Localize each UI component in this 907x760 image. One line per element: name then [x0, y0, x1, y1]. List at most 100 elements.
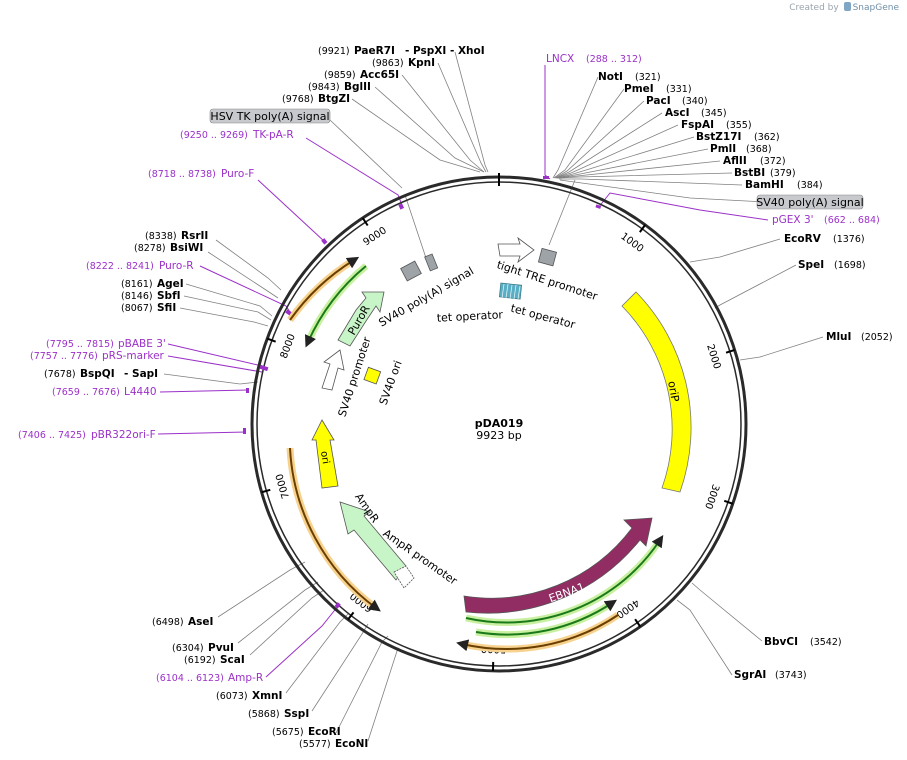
enzyme-name-pmei: PmeI [624, 83, 654, 95]
enzyme-name-mlui: MluI [826, 331, 851, 343]
enzyme-pos-asei: (6498) [152, 617, 184, 628]
enzyme-pos-fspai: (355) [726, 120, 752, 131]
enzyme-name-econi: EcoNI [335, 738, 368, 750]
hsv-tk-callout: HSV TK poly(A) signal [209, 108, 331, 124]
enzyme-pos-spei: (1698) [834, 260, 866, 271]
tre-arrow [497, 236, 535, 264]
glow-arc-1-line [465, 534, 664, 624]
primer-range-l4440: (7659 .. 7676) [52, 387, 120, 398]
primer-name-pbabe3: pBABE 3' [118, 338, 166, 350]
enzyme-name-bamhi: BamHI [745, 179, 784, 191]
enzyme-name-sspi: SspI [284, 708, 309, 720]
glow-arc-6-line [304, 265, 367, 348]
tet-operator-hatch [498, 282, 523, 300]
enzyme-name-spei: SpeI [798, 259, 824, 271]
plasmid-size: 9923 bp [476, 429, 521, 442]
enzyme-name-xmni: XmnI [252, 690, 282, 702]
primer-range-pbabe3: (7795 .. 7815) [46, 339, 114, 350]
enzyme-name-aflii: AflII [723, 155, 747, 167]
enzyme-name-ecorv: EcoRV [784, 233, 822, 245]
enzyme-pos-scai: (6192) [184, 655, 216, 666]
glow-arc-2-line [475, 599, 618, 636]
enzyme-pos-acc65i: (9859) [324, 70, 356, 81]
glow-arc-5-line [289, 256, 360, 321]
ori-arrow [311, 419, 339, 489]
label-ori: ori [318, 450, 331, 465]
tick-label: 9000 [361, 225, 388, 248]
enzyme-extra-bspqi: - SapI [124, 368, 158, 380]
enzyme-name-acc65i: Acc65I [360, 69, 399, 81]
primer-range-purof: (8718 .. 8738) [148, 169, 216, 180]
tick-label: 8000 [279, 333, 298, 361]
primer-name-pbr322orif: pBR322ori-F [91, 429, 156, 441]
primer-range-pgex3: (662 .. 684) [824, 215, 880, 226]
enzyme-name-sfii: SfiI [157, 302, 176, 314]
enzyme-pos-bstz17i: (362) [754, 132, 780, 143]
primer-labels: LNCX (288 .. 312) pGEX 3' (662 .. 684) (… [18, 53, 880, 684]
tick-label: 7000 [274, 472, 292, 500]
primer-range-lncx: (288 .. 312) [586, 54, 642, 65]
sv40-polya-out-label: SV40 poly(A) signal [756, 196, 863, 209]
primer-range-tkpar: (9250 .. 9269) [180, 130, 248, 141]
enzyme-name-bglii: BglII [344, 81, 371, 93]
enzyme-pos-ecori: (5675) [272, 727, 304, 738]
tick-mark [639, 224, 646, 233]
enzyme-pos-pmei: (331) [666, 84, 692, 95]
tick-mark [634, 618, 642, 628]
enzyme-pos-btgzi: (9768) [282, 94, 314, 105]
enzyme-pos-noti: (321) [635, 72, 661, 83]
primer-name-pgex3: pGEX 3' [772, 214, 814, 226]
primer-name-prsmarker: pRS-marker [102, 350, 165, 362]
primer-marks [243, 176, 602, 609]
enzyme-labels: (9921) PaeR7I - PspXI - XhoI (9863) KpnI… [44, 45, 893, 750]
enzyme-pos-bglii: (9843) [308, 82, 340, 93]
enzyme-name-fspai: FspAI [681, 119, 714, 131]
tick-label: 2000 [704, 343, 722, 371]
enzyme-extra-paer7i: - PspXI - XhoI [405, 45, 485, 57]
primer-name-ampr: Amp-R [228, 672, 263, 684]
enzyme-name-bsiwi: BsiWI [170, 242, 203, 254]
enzyme-name-scai: ScaI [220, 654, 245, 666]
enzyme-name-sgrai: SgrAI [734, 669, 766, 681]
enzyme-name-sbfi: SbfI [157, 290, 181, 302]
plasmid-name: pDA019 [475, 417, 523, 430]
enzyme-name-ecori: EcoRI [308, 726, 341, 738]
enzyme-pos-xmni: (6073) [216, 691, 248, 702]
tick-mark [261, 488, 271, 494]
enzyme-pos-pmli: (368) [746, 144, 772, 155]
enzyme-pos-paer7i: (9921) [318, 46, 350, 57]
enzyme-pos-rsrii: (8338) [145, 231, 177, 242]
tick-mark [725, 349, 735, 354]
enzyme-pos-agei: (8161) [121, 279, 153, 290]
enzyme-pos-aflii: (372) [760, 156, 786, 167]
enzyme-pos-mlui: (2052) [861, 332, 893, 343]
label-tet-operator-2: tet operator [509, 302, 577, 332]
enzyme-name-pmli: PmlI [710, 143, 736, 155]
glow-arc-3-line [456, 614, 619, 652]
snapgene-logo-icon [843, 2, 851, 11]
enzyme-name-kpni: KpnI [408, 57, 435, 69]
enzyme-pos-bsiwi: (8278) [134, 243, 166, 254]
enzyme-pos-paci: (340) [682, 96, 708, 107]
enzyme-pos-bspqi: (7678) [44, 369, 76, 380]
enzyme-name-asei: AseI [188, 616, 213, 628]
primer-range-puror: (8222 .. 8241) [86, 261, 154, 272]
enzyme-pos-bamhi: (384) [797, 180, 823, 191]
enzyme-pos-sgrai: (3743) [775, 670, 807, 681]
primer-name-puror: Puro-R [159, 260, 194, 272]
enzyme-name-bstz17i: BstZ17I [696, 131, 741, 143]
tre-gray-box [537, 247, 558, 267]
ampr-promoter-arrow [393, 565, 415, 589]
enzyme-name-rsrii: RsrII [181, 230, 208, 242]
enzyme-name-bstbi: BstBI [734, 167, 765, 179]
primer-name-l4440: L4440 [124, 386, 157, 398]
tick-mark [266, 337, 277, 343]
enzyme-pos-ecorv: (1376) [833, 234, 865, 245]
credit-brand: SnapGene [852, 3, 899, 13]
label-sv40-ori: SV40 ori [377, 359, 405, 407]
enzyme-pos-sbfi: (8146) [121, 291, 153, 302]
enzyme-name-btgzi: BtgZI [318, 93, 350, 105]
enzyme-name-noti: NotI [598, 71, 623, 83]
enzyme-name-agei: AgeI [157, 278, 184, 290]
